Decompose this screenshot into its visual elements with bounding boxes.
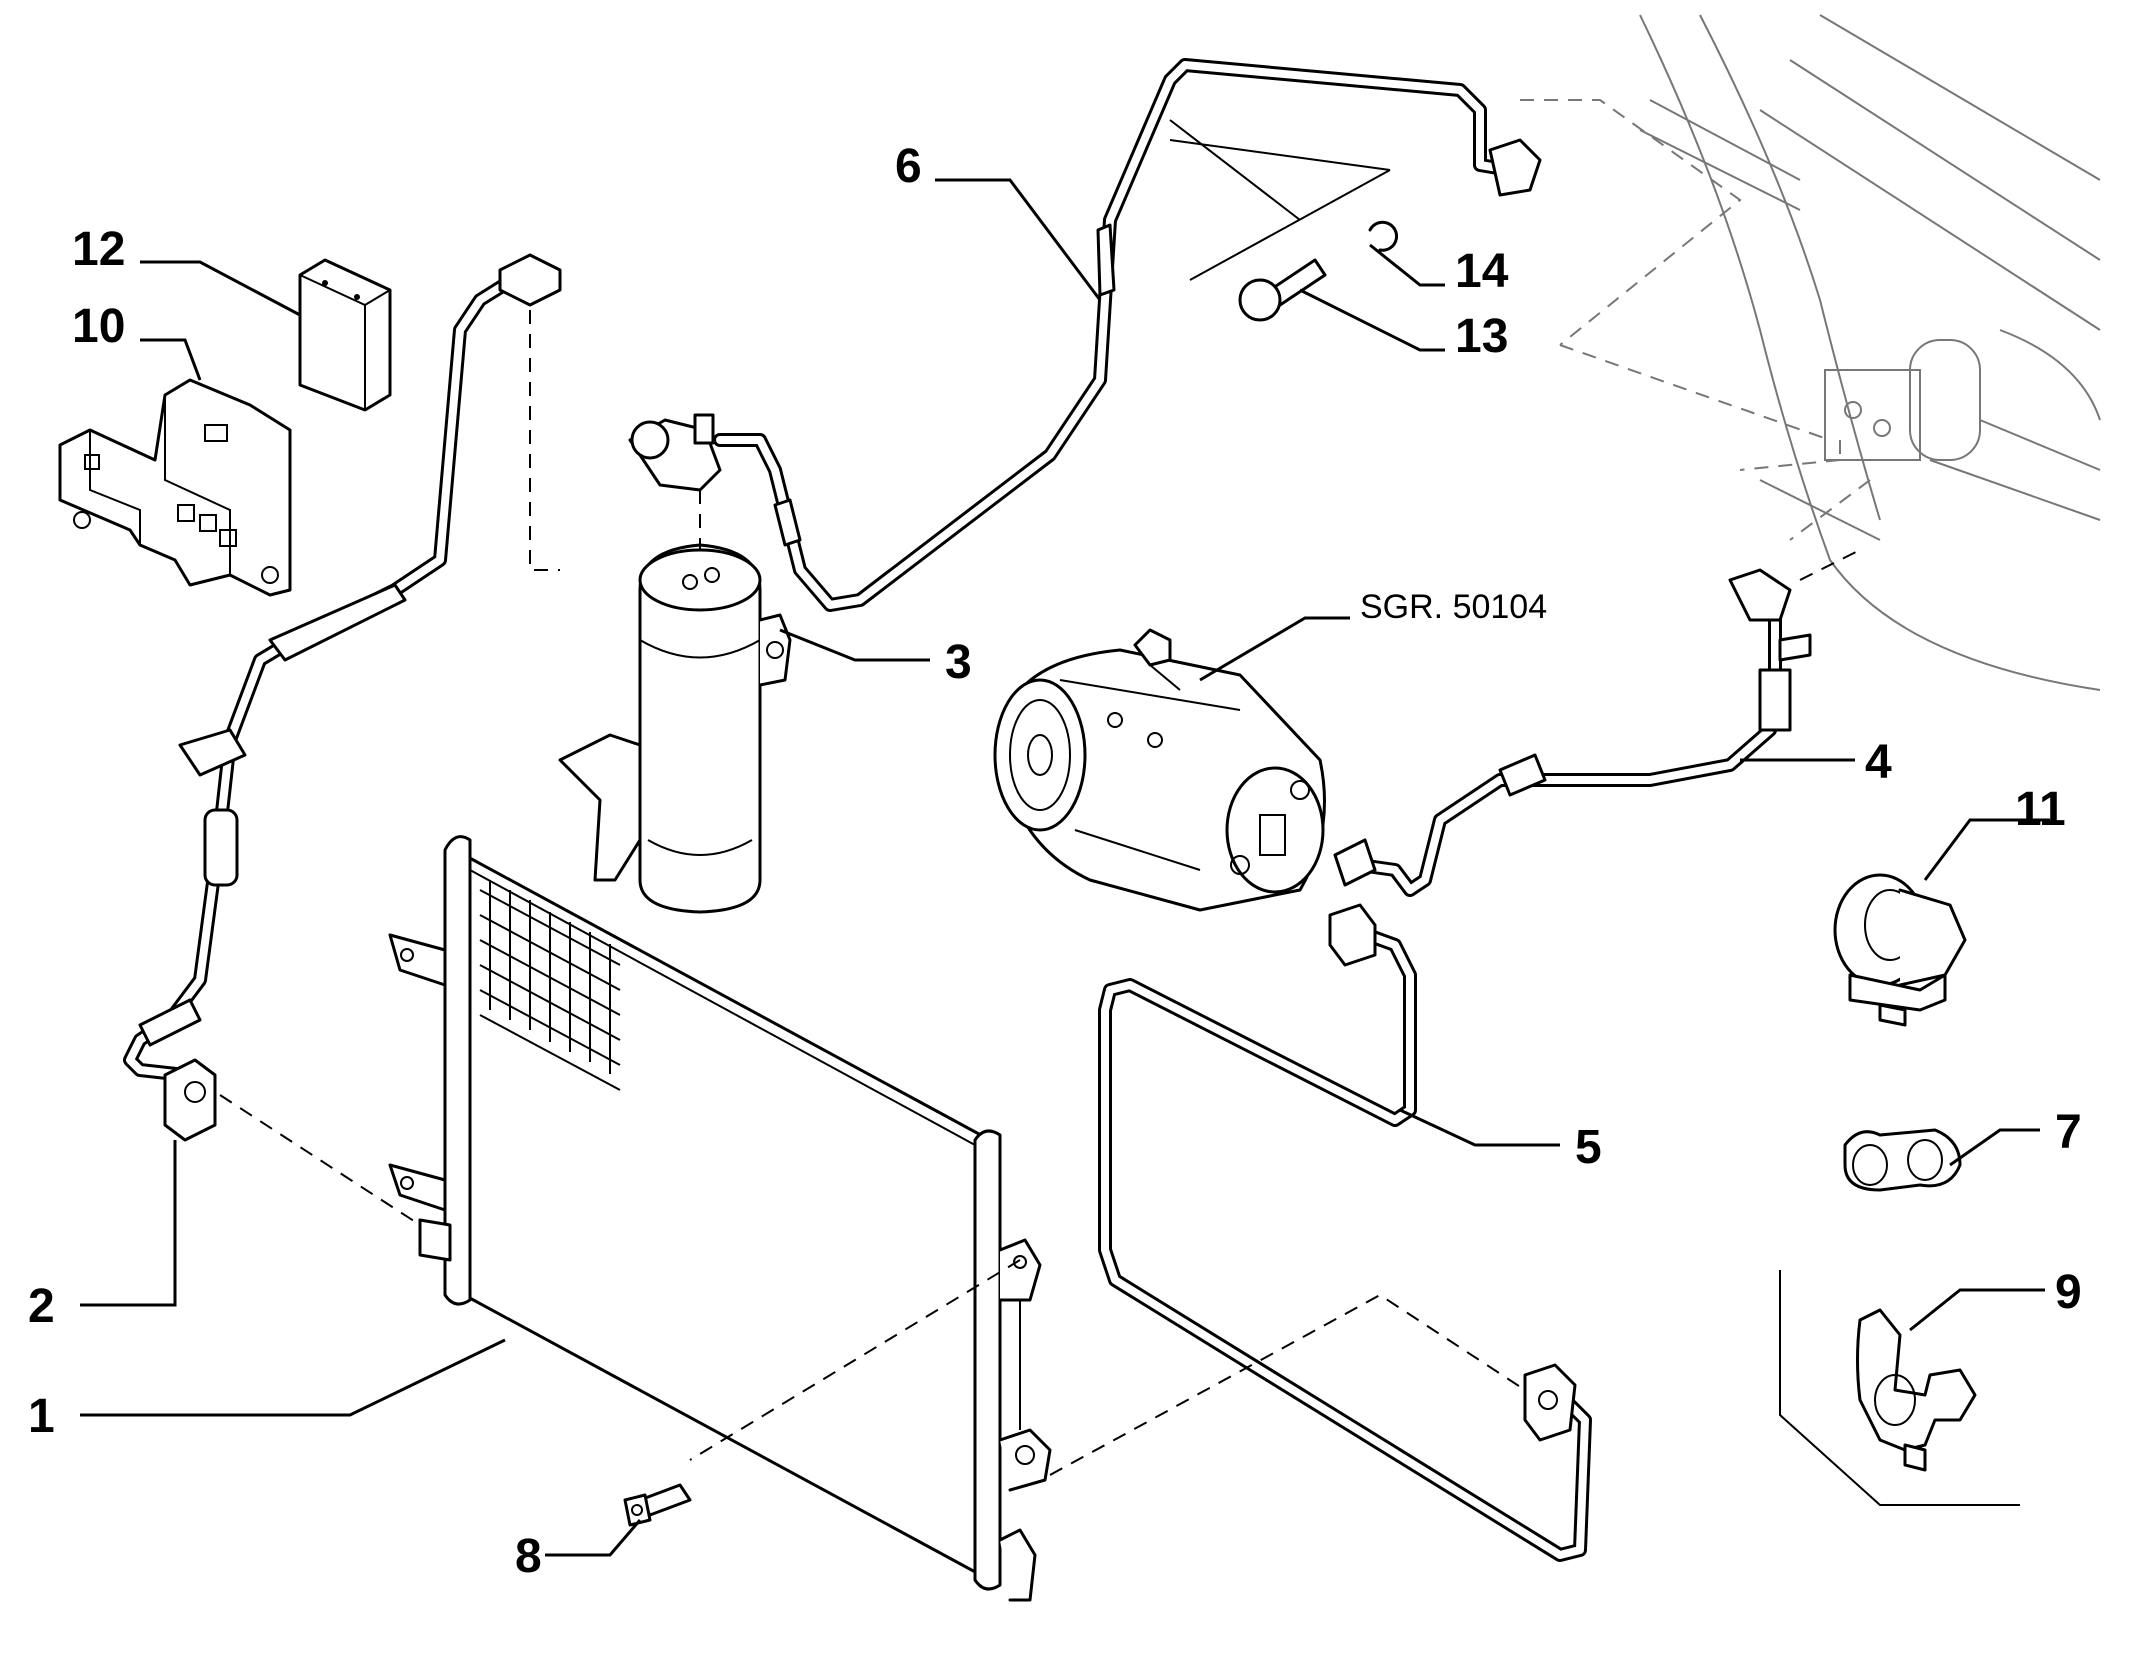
pipe-4-guide [1799,549,1861,581]
callout-14: 14 [1455,245,1509,298]
callout-9: 9 [2055,1266,2082,1319]
part-9-clip [1779,1270,2020,1506]
callout-12: 12 [72,223,125,276]
bolt-guide-lines [1169,119,1391,281]
part-3-receiver-drier [558,543,792,914]
condenser-guide [689,1259,1021,1461]
compressor-reference-label: SGR. 50104 [1360,588,1547,626]
leader-lines [80,178,2050,1557]
part-1-condenser [388,835,1052,1602]
part-7-clip [1843,1128,1962,1192]
part-13-bolt [1238,258,1327,322]
part-6-pipe [713,58,1542,612]
callout-2: 2 [28,1280,55,1333]
callout-7: 7 [2055,1106,2082,1159]
compressor [993,628,1326,912]
part-2-pipe [123,253,562,1226]
callout-11: 11 [2015,783,2066,836]
part-4-pipe [1333,568,1812,897]
pressure-switch [628,413,722,492]
part-5-pipe [1098,903,1592,1562]
callout-6: 6 [895,140,922,193]
callout-4: 4 [1865,736,1892,789]
vehicle-body-outline [1520,14,2101,691]
callout-5: 5 [1575,1121,1602,1174]
part-10-bracket [58,378,292,597]
part-14-clip-ring [1368,220,1399,252]
pipe-5-guide [1049,1293,1526,1476]
callout-10: 10 [72,300,125,353]
callout-3: 3 [945,636,972,689]
callout-1: 1 [28,1390,55,1443]
callout-8: 8 [515,1530,542,1583]
compressor-reference-leader [1199,616,1350,682]
part-8-bolt [623,1483,692,1527]
callout-13: 13 [1455,310,1508,363]
pipe-2-guide [529,310,560,571]
part-11-clamp [1833,873,1967,1027]
part-12-block [298,258,392,412]
